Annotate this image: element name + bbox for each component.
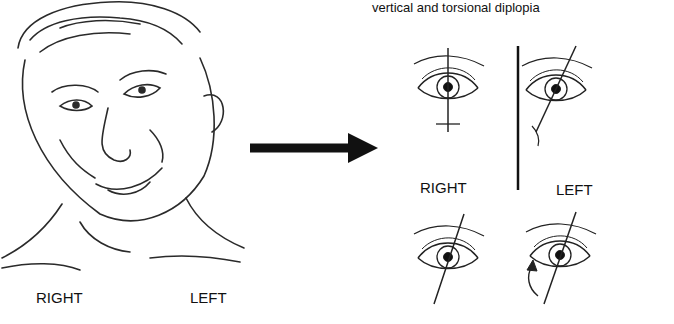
- side-label: LEFT: [556, 182, 593, 199]
- side-label: RIGHT: [420, 180, 467, 197]
- side-label: LEFT: [190, 290, 227, 307]
- divider-line: [517, 46, 520, 190]
- direction-arrow: [250, 133, 378, 163]
- eye-sketches: [414, 46, 596, 304]
- face-sketch: [2, 2, 244, 270]
- caption-fragment: vertical and torsional diplopia: [372, 1, 540, 15]
- side-label: RIGHT: [36, 290, 83, 307]
